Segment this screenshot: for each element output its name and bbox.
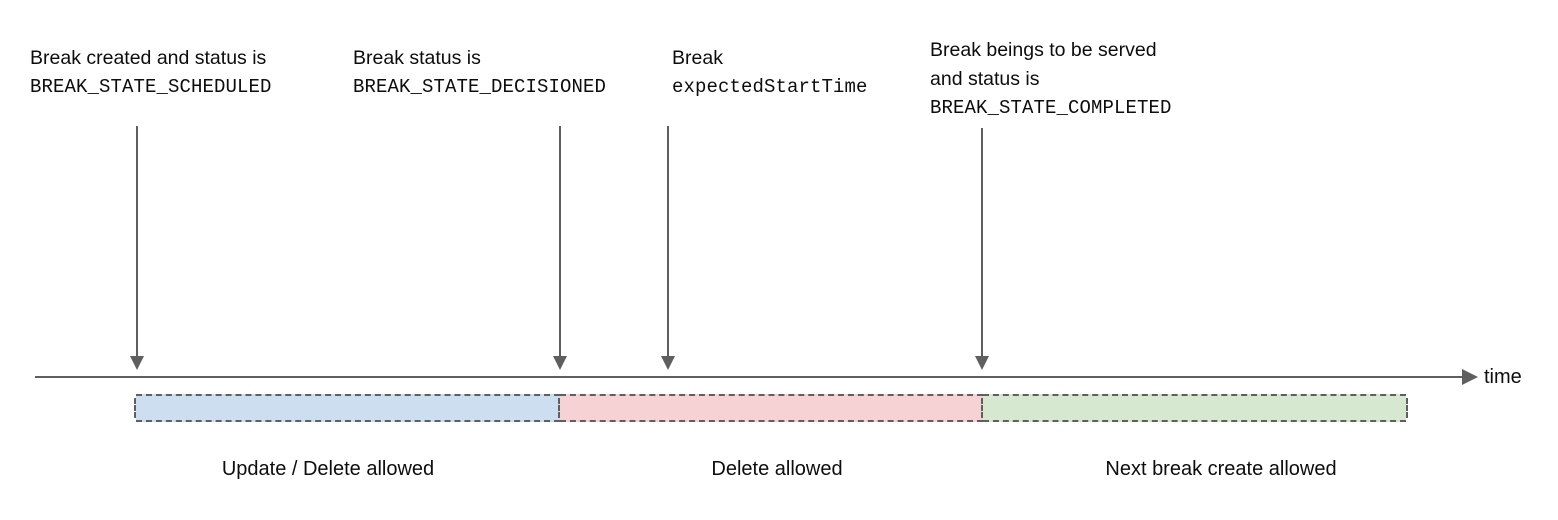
event-label-line: BREAK_STATE_SCHEDULED xyxy=(30,76,272,98)
phase-bar-delete-allowed xyxy=(558,394,983,422)
phase-caption-next-break-create-allowed: Next break create allowed xyxy=(1105,458,1337,480)
arrow-down-icon xyxy=(553,126,567,370)
event-label-line: BREAK_STATE_DECISIONED xyxy=(353,76,607,98)
phase-bar-update-delete-allowed xyxy=(134,394,560,422)
arrow-stem xyxy=(136,126,138,357)
arrow-down-icon xyxy=(130,126,144,370)
arrow-down-icon xyxy=(975,128,989,370)
time-axis-label: time xyxy=(1484,366,1522,388)
event-label-line: expectedStartTime xyxy=(672,76,868,98)
phase-caption-update-delete-allowed: Update / Delete allowed xyxy=(221,458,435,480)
arrow-stem xyxy=(981,128,983,357)
event-label-break-expected-start-time: Break expectedStartTime xyxy=(672,44,868,102)
event-label-line: Break xyxy=(672,47,723,69)
event-label-line: Break created and status is xyxy=(30,47,267,69)
arrow-down-icon xyxy=(661,126,675,370)
time-axis-line xyxy=(35,376,1470,378)
arrow-head xyxy=(130,356,144,370)
event-label-break-completed: Break beings to be served and status is BR… xyxy=(930,36,1172,123)
phase-bar-next-break-create-allowed xyxy=(981,394,1408,422)
phase-caption-delete-allowed: Delete allowed xyxy=(711,458,843,480)
arrow-head xyxy=(553,356,567,370)
event-label-break-decisioned: Break status is BREAK_STATE_DECISIONED xyxy=(353,44,606,102)
event-label-line: Break beings to be served xyxy=(930,39,1157,61)
event-label-break-created: Break created and status is BREAK_STATE_S… xyxy=(30,44,272,102)
arrow-stem xyxy=(667,126,669,357)
event-label-line: BREAK_STATE_COMPLETED xyxy=(930,97,1172,119)
arrow-head xyxy=(661,356,675,370)
arrow-right-icon xyxy=(1462,369,1478,385)
event-label-line: Break status is xyxy=(353,47,481,69)
arrow-head xyxy=(975,356,989,370)
arrow-stem xyxy=(559,126,561,357)
event-label-line: and status is xyxy=(930,68,1040,90)
